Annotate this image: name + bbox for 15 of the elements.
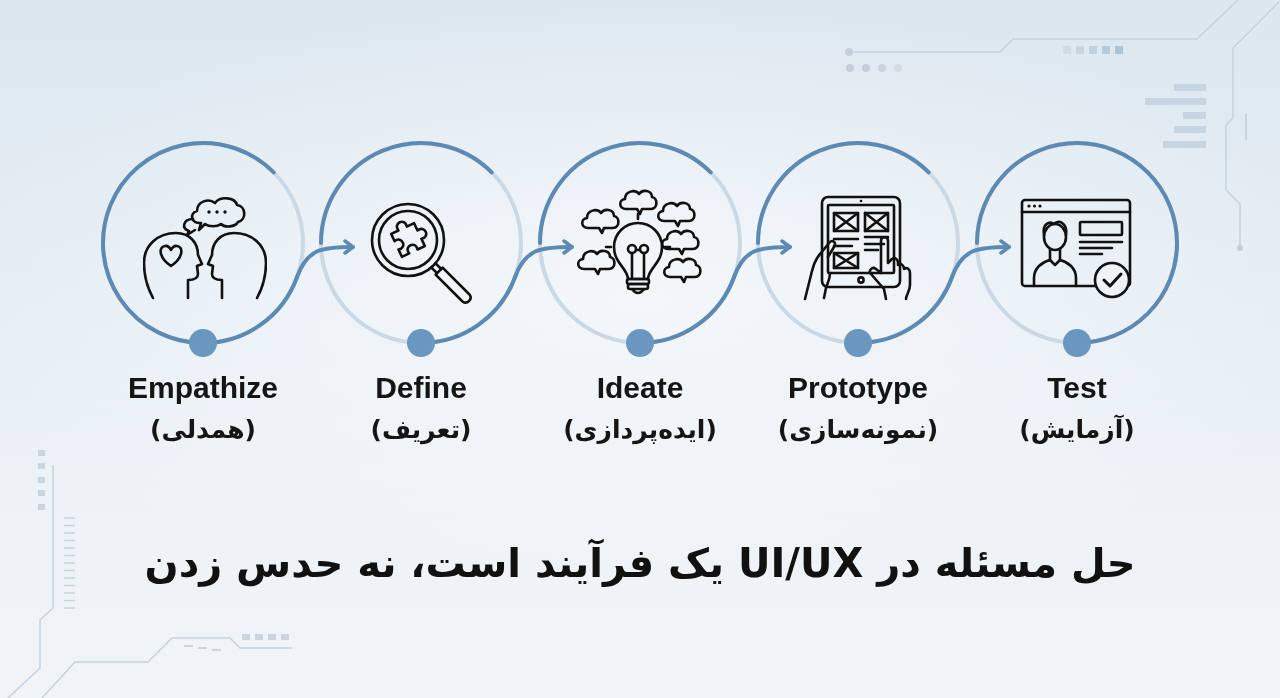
step-subtitle: (نمونه‌سازی)	[777, 414, 939, 446]
step-title: Define	[375, 371, 467, 405]
step-subtitle: (تعریف)	[370, 414, 472, 446]
step-title: Test	[1047, 371, 1107, 405]
step-title: Empathize	[128, 371, 278, 405]
connector-arrow	[294, 239, 355, 280]
connector-arrow	[949, 239, 1011, 280]
step-title: Prototype	[788, 371, 928, 405]
step-subtitle: (آزمایش)	[1019, 414, 1135, 446]
title: حل مسئله در UI/UX یک فرآیند است، نه حدس زدن	[144, 537, 1136, 589]
connector-arrow	[731, 239, 792, 280]
step-title: Ideate	[596, 371, 684, 405]
connector-arrow	[512, 239, 574, 280]
step-subtitle: (ایده‌پردازی)	[563, 414, 717, 446]
step-subtitle: (همدلی)	[149, 414, 257, 446]
